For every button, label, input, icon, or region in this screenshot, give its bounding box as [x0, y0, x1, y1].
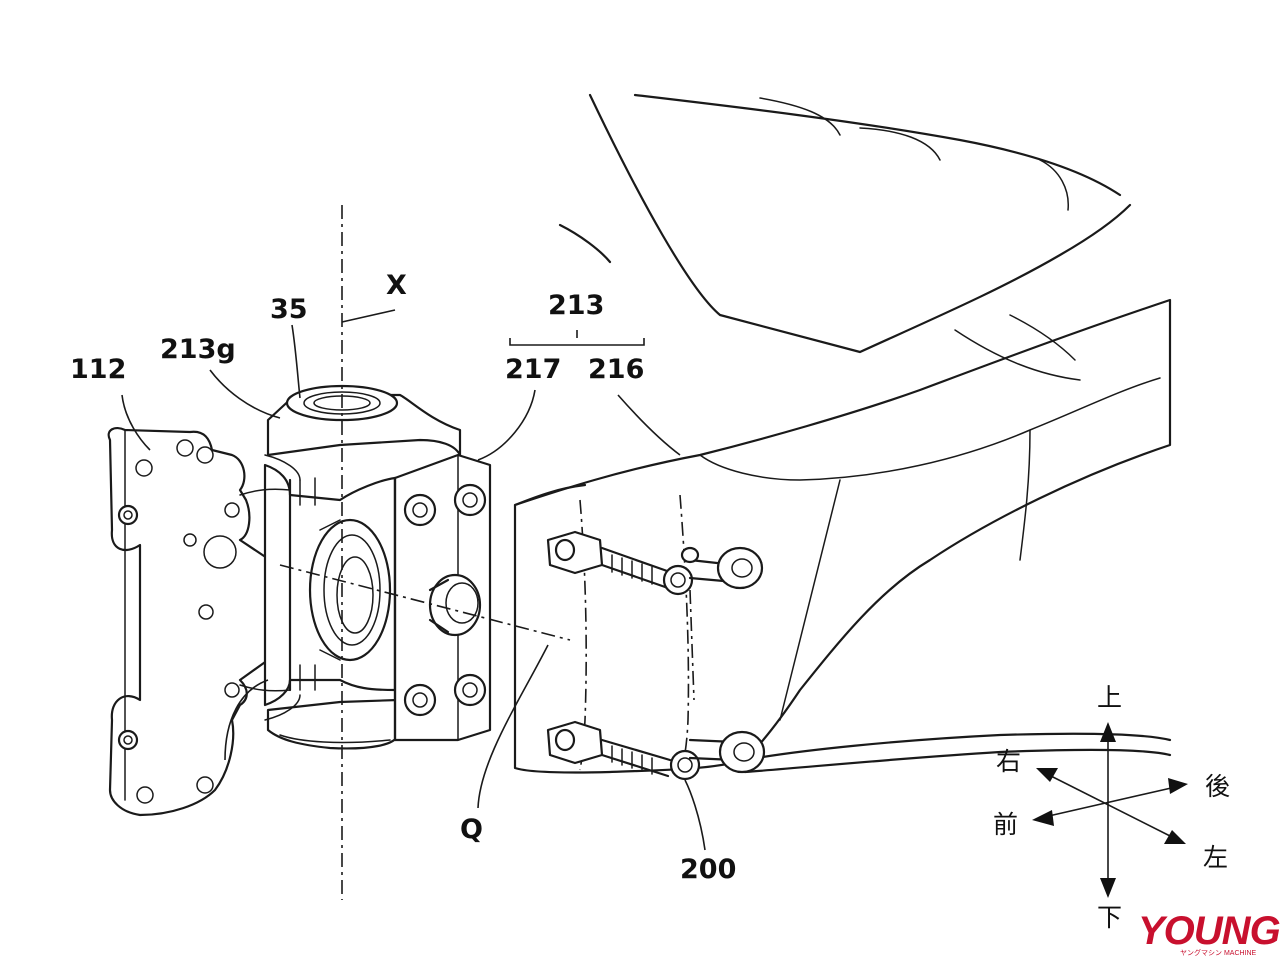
brand-logo: YOUNG — [1138, 909, 1280, 953]
knuckle-housing — [239, 384, 462, 750]
caliper-bracket — [107, 426, 272, 817]
label-216: 216 — [588, 354, 644, 385]
brand-watermark: YOUNG ヤングマシン MACHINE — [1138, 909, 1280, 957]
flange-plate — [393, 453, 492, 742]
label-213: 213 — [548, 290, 604, 321]
direction-right: 右 — [996, 747, 1021, 776]
brand-subtext: ヤングマシン MACHINE — [1180, 948, 1257, 957]
direction-left: 左 — [1203, 843, 1228, 872]
label-217: 217 — [505, 354, 561, 385]
direction-compass: 上 下 右 前 後 左 — [993, 683, 1230, 932]
direction-front: 前 — [993, 810, 1018, 839]
direction-rear: 後 — [1205, 772, 1230, 801]
label-q: Q — [460, 814, 483, 845]
leader-lines — [121, 309, 706, 851]
reference-labels: 112 213g 35 X 213 217 216 Q 200 — [70, 270, 736, 885]
direction-down: 下 — [1097, 903, 1122, 932]
label-112: 112 — [70, 354, 126, 385]
axis-lines — [279, 205, 695, 900]
label-200: 200 — [680, 854, 736, 885]
direction-up: 上 — [1097, 683, 1122, 712]
label-x: X — [386, 270, 407, 301]
bolt-set — [546, 530, 766, 781]
label-35: 35 — [270, 294, 308, 325]
label-213g: 213g — [160, 334, 236, 365]
swingarm-body — [513, 93, 1172, 774]
